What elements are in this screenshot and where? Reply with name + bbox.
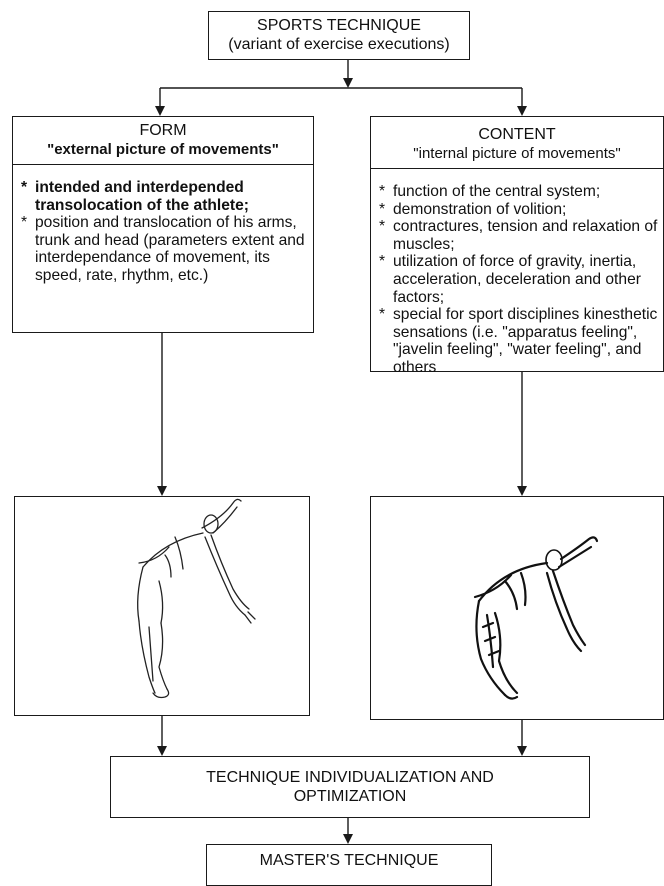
optimization-box: TECHNIQUE INDIVIDUALIZATION AND OPTIMIZA…	[110, 756, 590, 818]
athlete-muscle-figure-icon	[473, 536, 599, 700]
content-item-1: *function of the central system;	[379, 183, 601, 200]
sports-technique-title: SPORTS TECHNIQUE	[257, 17, 421, 34]
content-title: CONTENT	[478, 126, 556, 143]
content-item-3: *contractures, tension and relaxation of…	[379, 218, 658, 253]
content-item-5: *special for sport disciplines kinesthet…	[379, 306, 658, 376]
content-item-2: *demonstration of volition;	[379, 200, 567, 218]
optimization-title: TECHNIQUE INDIVIDUALIZATION AND OPTIMIZA…	[206, 769, 494, 805]
form-subtitle: "external picture of movements"	[47, 141, 279, 158]
sports-technique-subtitle: (variant of exercise executions)	[228, 36, 450, 53]
content-box: CONTENT "internal picture of movements" …	[370, 116, 664, 376]
form-title: FORM	[139, 122, 187, 139]
form-image-box	[14, 496, 310, 716]
content-subtitle: "internal picture of movements"	[413, 145, 621, 162]
form-item-list: *intended and interdepended transolocati…	[21, 179, 307, 285]
form-item-1: *intended and interdepended transolocati…	[21, 179, 249, 214]
content-image-box	[370, 496, 664, 720]
content-item-4: *utilization of force of gravity, inerti…	[379, 253, 641, 306]
content-item-list: *function of the central system; *demons…	[379, 183, 659, 377]
form-box: FORM "external picture of movements" *in…	[12, 116, 314, 333]
athlete-outline-figure-icon	[137, 498, 256, 699]
sports-technique-box: SPORTS TECHNIQUE (variant of exercise ex…	[208, 11, 470, 60]
masters-technique-box: MASTER'S TECHNIQUE	[206, 844, 492, 886]
masters-technique-title: MASTER'S TECHNIQUE	[259, 852, 439, 869]
form-item-2: *position and translocation of his arms,…	[21, 214, 305, 284]
